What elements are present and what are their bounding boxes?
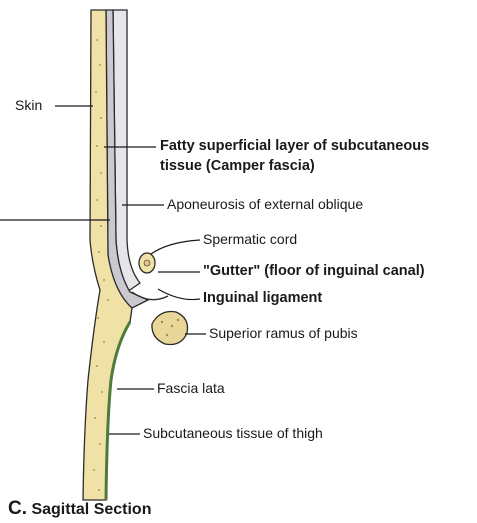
pubic-bone xyxy=(152,312,188,345)
figure-caption: C. Sagittal Section xyxy=(8,500,151,518)
caption-letter: C. xyxy=(8,498,27,519)
label-gutter: "Gutter" (floor of inguinal canal) xyxy=(203,263,425,280)
label-subcutaneous-thigh: Subcutaneous tissue of thigh xyxy=(143,425,323,442)
label-skin: Skin xyxy=(15,97,42,114)
caption-text: Sagittal Section xyxy=(31,501,151,518)
label-spermatic-cord: Spermatic cord xyxy=(203,231,297,248)
label-fascia-lata: Fascia lata xyxy=(157,380,225,397)
label-camper-line1: Fatty superficial layer of subcutaneous xyxy=(160,138,429,155)
label-aponeurosis: Aponeurosis of external oblique xyxy=(167,196,363,213)
label-pubis: Superior ramus of pubis xyxy=(209,325,358,342)
label-camper-line2: tissue (Camper fascia) xyxy=(160,158,315,175)
label-inguinal-ligament: Inguinal ligament xyxy=(203,290,322,307)
